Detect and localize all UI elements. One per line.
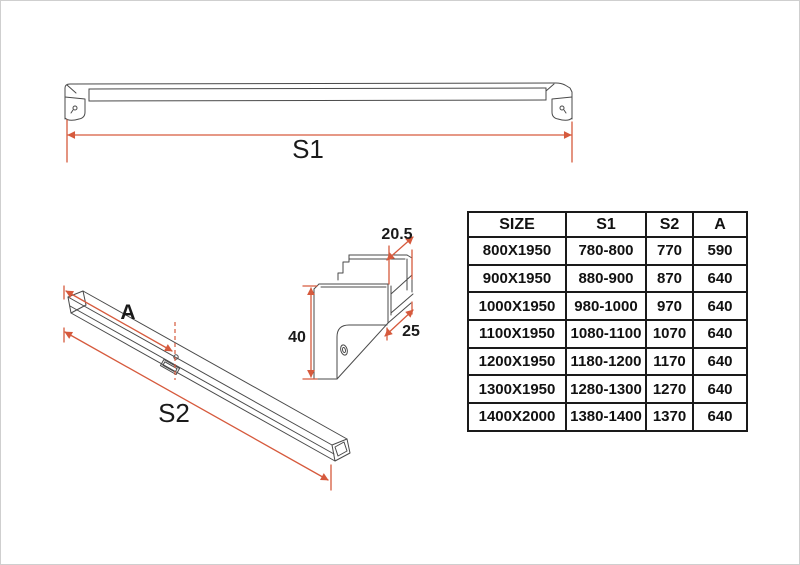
table-cell: 1380-1400 (565, 402, 647, 432)
bracket-inner-contour (336, 324, 388, 379)
table-cell: 1370 (645, 402, 694, 432)
s1-label: S1 (292, 134, 324, 164)
dim25-line (384, 309, 414, 337)
left-end-bracket-plate (64, 96, 86, 121)
bracket-slot-hole-inner (341, 346, 347, 354)
bracket-back-corner (406, 254, 413, 259)
bar-right-chamfer-line (545, 83, 555, 92)
bracket-slot-hole-outer (340, 344, 348, 356)
left-screw-slot (70, 109, 74, 114)
table-cell: 640 (692, 319, 748, 349)
table-cell: 1170 (645, 346, 694, 377)
table-cell: 1400X2000 (467, 402, 567, 432)
bracket-dimensions: 40 20.5 25 (288, 226, 420, 380)
table-cell: 1200X1950 (467, 346, 567, 377)
s2-label: S2 (158, 398, 190, 428)
table-cell: 640 (692, 346, 748, 377)
table-cell: 780-800 (565, 236, 647, 266)
s1-dimension: S1 (66, 119, 573, 164)
left-screw-hole (72, 105, 78, 111)
table-cell: 1270 (645, 374, 694, 405)
column-header-s2: S2 (645, 211, 694, 238)
dim25-label: 25 (402, 323, 420, 340)
tube-right-end-face-outer (331, 438, 351, 462)
table-cell: 770 (645, 236, 694, 266)
bracket-depth-edge-1 (390, 274, 413, 295)
dim40-label: 40 (288, 329, 306, 346)
a-label: A (120, 301, 135, 324)
dim205-line (386, 236, 414, 261)
bracket-diagonal-cut (336, 322, 389, 380)
table-cell: 640 (692, 291, 748, 322)
table-cell: 590 (692, 236, 748, 266)
table-cell: 980-1000 (565, 291, 647, 322)
bar-profile-line-lower (88, 99, 547, 102)
right-end-bracket-plate (551, 96, 573, 121)
s2-dimension-line (64, 331, 329, 481)
table-cell: 1070 (645, 319, 694, 349)
table-cell: 1080-1100 (565, 319, 647, 349)
table-cell: 1100X1950 (467, 319, 567, 349)
table-cell: 1300X1950 (467, 374, 567, 405)
front-view-drawing (64, 82, 573, 121)
tube-right-end-face-inner (334, 441, 348, 457)
table-cell: 1280-1300 (565, 374, 647, 405)
table-cell: 880-900 (565, 263, 647, 294)
bracket-step-profile (337, 254, 350, 281)
bracket-detail-drawing (313, 254, 414, 380)
column-header-s1: S1 (565, 211, 647, 238)
column-header-a: A (692, 211, 748, 238)
table-cell: 640 (692, 402, 748, 432)
table-cell: 640 (692, 263, 748, 294)
table-cell: 800X1950 (467, 236, 567, 266)
table-cell: 870 (645, 263, 694, 294)
table-cell: 1000X1950 (467, 291, 567, 322)
table-cell: 1180-1200 (565, 346, 647, 377)
iso-dimensions: A S2 (63, 285, 332, 491)
tube-top-front-edge (67, 296, 333, 446)
table-cell: 970 (645, 291, 694, 322)
table-cell: 900X1950 (467, 263, 567, 294)
right-screw-slot (563, 109, 567, 114)
dim205-label: 20.5 (381, 226, 412, 243)
table-cell: 640 (692, 374, 748, 405)
bar-left-chamfer-line (66, 84, 77, 94)
table-header-row: SIZE S1 S2 A (467, 211, 748, 238)
right-screw-hole (559, 105, 565, 111)
column-header-size: SIZE (467, 211, 567, 238)
bar-outline (64, 82, 573, 120)
bar-profile-line-upper (88, 87, 547, 90)
